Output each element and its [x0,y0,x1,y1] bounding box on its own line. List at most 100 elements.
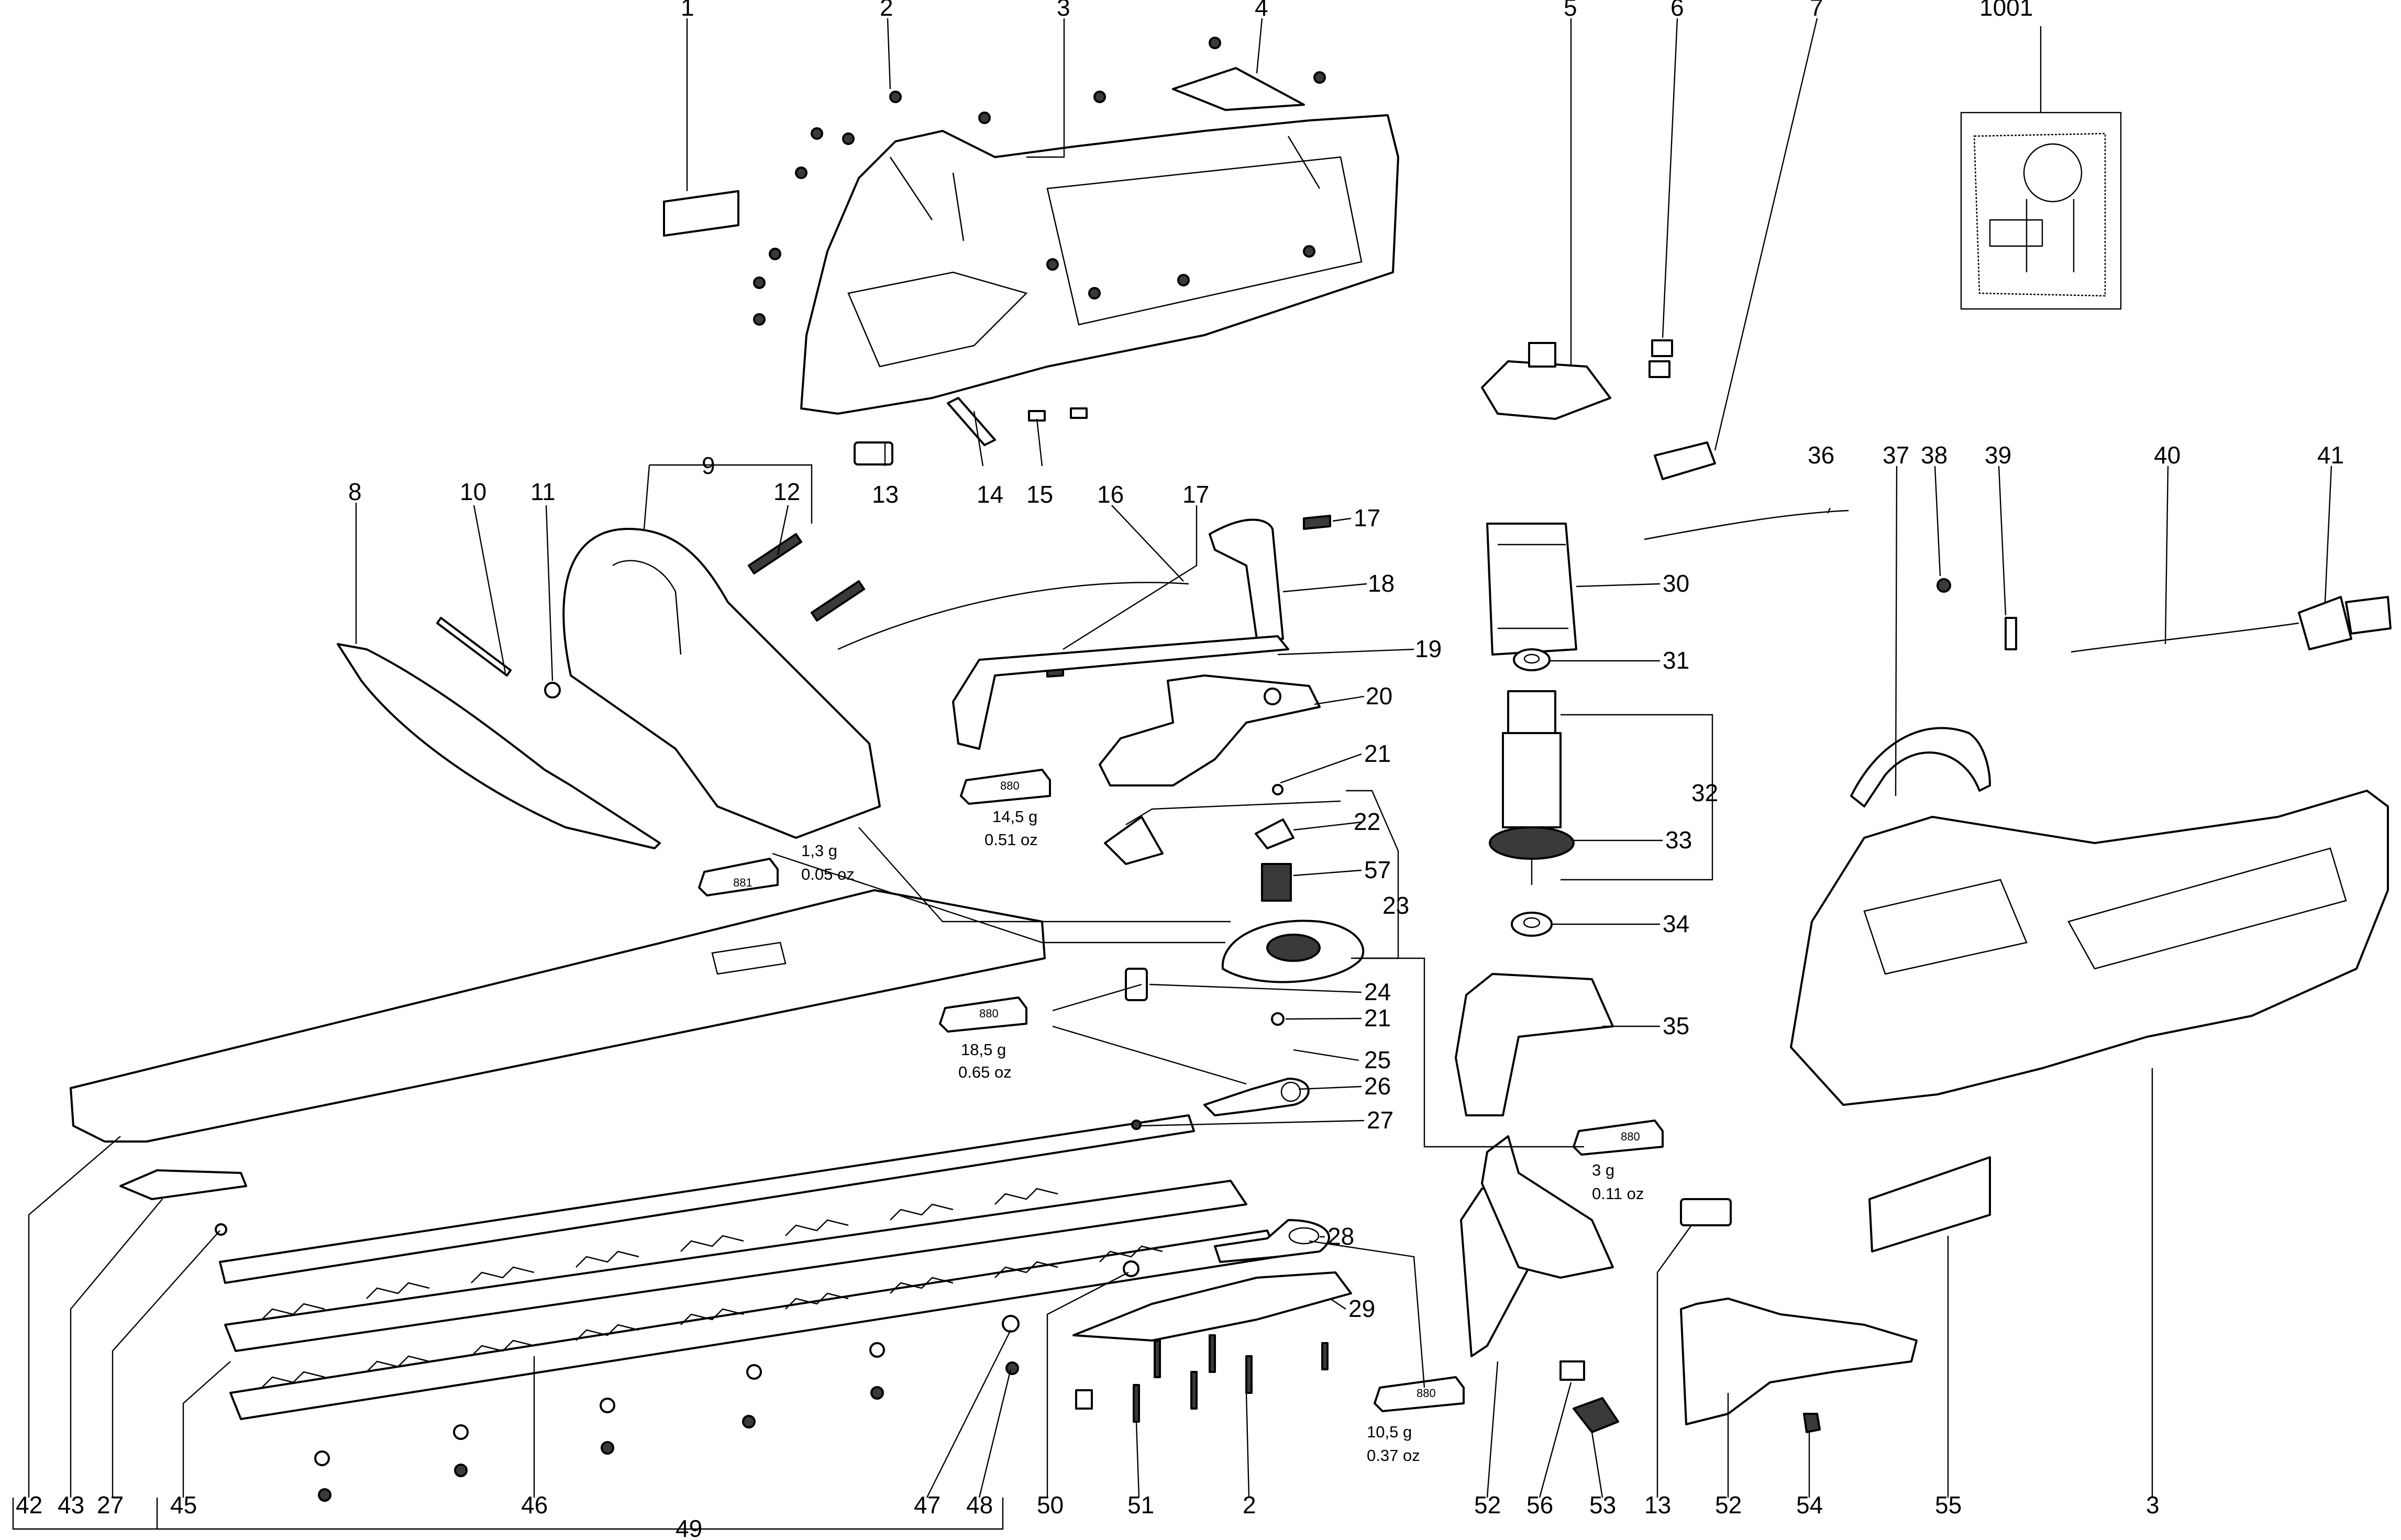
handle-bow-part-37 [1850,727,1991,807]
small-pins-13-14-15 [854,397,1088,466]
grease-tube-code: 880 [1000,779,1020,792]
callout-2-bottom: 2 [1243,1491,1256,1519]
callout-57: 57 [1364,856,1391,883]
callout-37: 37 [1883,441,1909,469]
callout-6: 6 [1670,0,1684,21]
grease-tube-code: 881 [733,876,753,889]
tensioner-part-26 [1203,1078,1310,1116]
microswitch-part-7 [1654,441,1716,480]
callout-18: 18 [1368,570,1395,597]
callout-3: 3 [1057,0,1070,21]
callout-22: 22 [1354,808,1380,835]
power-cord-part-40-41 [1937,578,2392,653]
callout-12: 12 [773,478,800,505]
callout-27-bottom: 27 [97,1491,124,1519]
gear-parts-21-24-57 [1104,784,1365,1026]
grease-weight: 14,5 g [992,807,1037,826]
callout-21-top: 21 [1364,740,1391,767]
armature-part-32-33 [1489,690,1575,885]
screws-washers-bottom [314,1120,1142,1502]
callout-54: 54 [1796,1491,1823,1519]
callout-24: 24 [1364,978,1391,1005]
callout-47: 47 [914,1491,941,1519]
bolt-part-10 [436,617,512,677]
label-part-55 [1868,1156,1991,1253]
callout-36: 36 [1808,441,1834,469]
callout-1001: 1001 [1979,0,2033,21]
leader-lines [12,18,2332,1530]
callout-45: 45 [170,1491,197,1519]
callout-15: 15 [1026,481,1053,508]
gear-housing-part-52-right [1680,1298,1918,1425]
grease-tube-code: 880 [1621,1130,1640,1143]
callout-55: 55 [1935,1491,1962,1519]
callout-25: 25 [1364,1046,1391,1073]
callout-labels: 1 2 3 4 5 6 7 1001 8 9 10 11 12 13 14 15… [16,0,2344,1540]
wiring-diagram-box [1960,112,2122,310]
callout-17-right: 17 [1354,504,1380,531]
callout-29: 29 [1348,1295,1375,1322]
gear-cover-part-20 [1099,674,1321,786]
grease-weight: 3 g [1592,1161,1614,1179]
brush-holder-part-5 [1481,342,1611,420]
callout-33: 33 [1665,826,1692,854]
callout-13-top: 13 [872,481,899,508]
label-part-1 [663,190,739,237]
callout-19: 19 [1415,635,1442,662]
cable-tie-part-16 [837,582,1189,650]
fan-guide-part-35 [1455,973,1614,1116]
screw-group-top [753,37,1326,326]
callout-31: 31 [1663,647,1689,674]
callout-7: 7 [1810,0,1823,21]
switch-cover-part-4 [1172,67,1305,111]
guide-part-19 [952,635,1289,750]
bearing-part-31 [1513,648,1551,671]
callout-53: 53 [1589,1491,1616,1519]
callout-1: 1 [681,0,694,21]
callout-10: 10 [460,478,486,505]
callout-52-right: 52 [1715,1491,1742,1519]
callout-52-left: 52 [1474,1491,1501,1519]
grease-annotations: 881 1,3 g 0.05 oz 880 14,5 g 0.51 oz 880… [733,779,1644,1465]
callout-14: 14 [977,481,1003,508]
callout-3-bottom: 3 [2146,1491,2160,1519]
callout-30: 30 [1663,570,1689,597]
callout-51: 51 [1127,1491,1154,1519]
callout-8: 8 [348,478,362,505]
callout-4: 4 [1255,0,1268,21]
blade-tip-part-43 [119,1169,247,1236]
grease-ounces: 0.05 oz [801,865,855,883]
callout-40: 40 [2154,441,2181,469]
callout-42: 42 [16,1491,42,1519]
callout-16: 16 [1097,481,1124,508]
callout-34: 34 [1663,910,1689,937]
callout-41: 41 [2317,441,2344,469]
callout-13-bottom: 13 [1644,1491,1671,1519]
callout-56: 56 [1526,1491,1553,1519]
grease-ounces: 0.11 oz [1592,1184,1644,1203]
gear-plate-part-28-29 [1072,1219,1352,1342]
callout-20: 20 [1366,682,1392,710]
callout-21-mid: 21 [1364,1004,1391,1032]
handle-cover-part-8 [337,643,661,849]
callout-43: 43 [58,1491,84,1519]
callout-2: 2 [880,0,893,21]
grease-weight: 10,5 g [1367,1423,1412,1441]
grease-weight: 18,5 g [961,1040,1006,1059]
callout-27-right: 27 [1367,1106,1393,1134]
callout-26: 26 [1364,1072,1391,1100]
callout-5: 5 [1564,0,1577,21]
screws-part-51-2 [1075,1334,1329,1423]
grease-tube-code: 880 [1417,1387,1436,1400]
callout-32: 32 [1691,779,1718,806]
bearing-part-34 [1511,912,1553,937]
callout-23: 23 [1382,892,1409,919]
callout-11: 11 [530,478,556,505]
callout-9: 9 [702,452,715,479]
small-parts-13-53-54-56 [1559,1198,1821,1433]
grease-weight: 1,3 g [801,841,837,860]
grease-tube-code: 880 [979,1007,999,1020]
grease-ounces: 0.37 oz [1367,1446,1420,1465]
callout-48: 48 [966,1491,993,1519]
